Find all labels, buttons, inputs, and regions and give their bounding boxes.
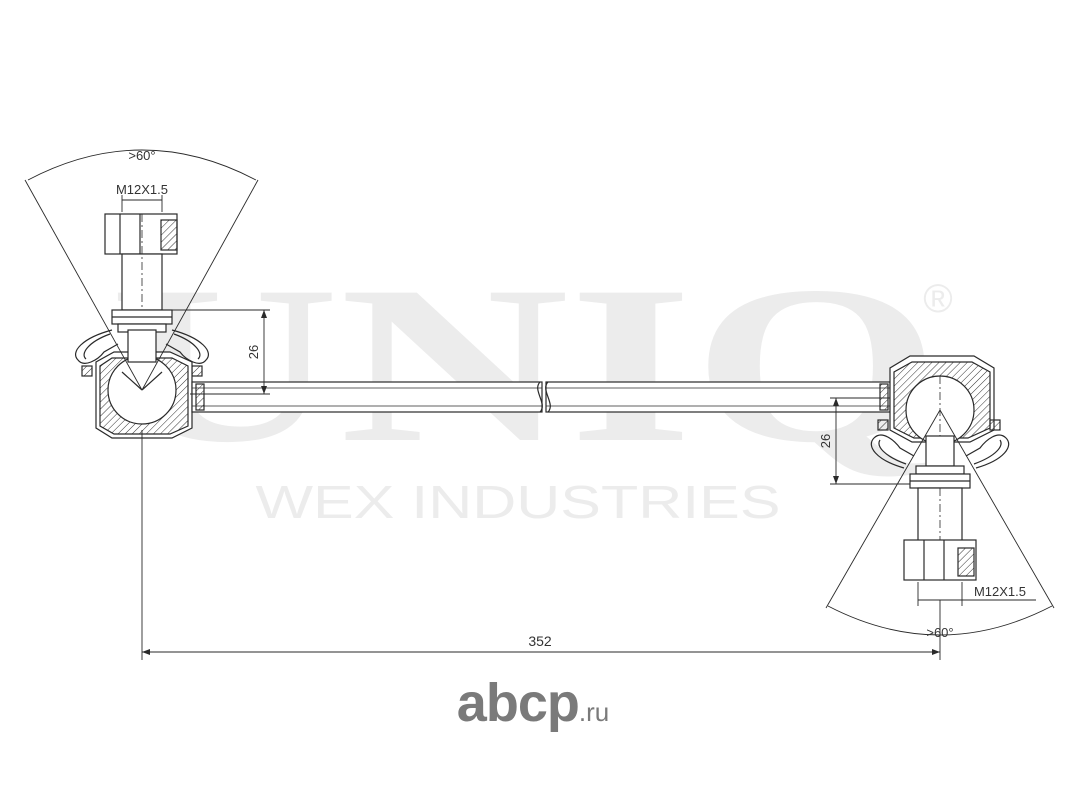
right-angle-label: >60° [926,625,953,640]
left-dust-boot [75,329,209,364]
dimension-arrows [142,310,940,655]
watermark-subtitle: WEX INDUSTRIES [256,476,781,528]
connecting-rod [191,381,891,413]
dimension-lines [24,149,1055,660]
left-ball-joint [75,213,209,439]
watermark: UNIQ ® WEX INDUSTRIES [110,239,953,528]
logo-main: abcp [456,673,580,733]
left-height-label: 26 [246,345,261,359]
right-height-label: 26 [818,434,833,448]
watermark-brand: UNIQ [110,239,940,489]
right-dust-boot [870,434,1010,469]
left-thread-label: M12X1.5 [116,182,168,197]
right-ball-joint [870,355,1010,581]
abcp-logo: abcp.ru [0,672,1066,734]
right-thread-label: M12X1.5 [974,584,1026,599]
logo-tld: .ru [578,697,610,727]
watermark-registered: ® [923,277,952,321]
overall-length-label: 352 [528,633,552,649]
left-angle-label: >60° [128,148,155,163]
dimension-labels: >60° M12X1.5 26 26 M12X1.5 >60° 352 [116,148,1026,649]
